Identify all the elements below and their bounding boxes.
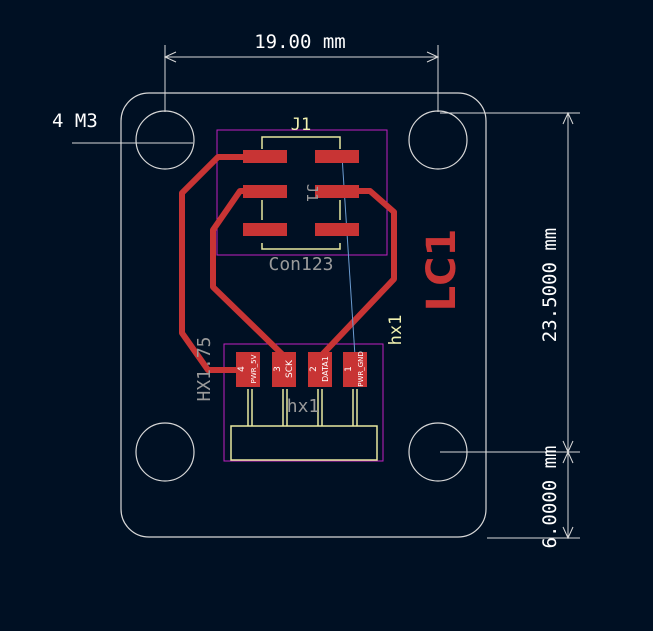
j1-pad-2 — [315, 150, 359, 163]
j1-pad-5 — [243, 223, 287, 236]
hx1-pin-1-name: PWR_GND — [357, 351, 365, 387]
j1-courtyard — [216, 129, 388, 256]
hx1-pin-3-name: SCK — [285, 359, 295, 378]
j1-silkscreen — [261, 136, 341, 250]
j1-reference: J1 — [291, 115, 311, 135]
hx1-side-label: HX1.75 — [194, 336, 215, 401]
hx1-pad-4 — [236, 352, 260, 387]
trace-pwr-5v — [179, 154, 265, 373]
hx1-courtyard — [223, 343, 384, 462]
hx1-pin-2-number: 2 — [309, 366, 319, 372]
j1-pad-4 — [315, 185, 359, 198]
hx1-pin-3-number: 3 — [273, 366, 283, 372]
board-outline — [120, 92, 487, 538]
hx1-value: hx1 — [287, 396, 320, 417]
trace-data1 — [317, 188, 397, 370]
j1-value: Con123 — [268, 254, 333, 275]
dimension-width — [163, 45, 440, 112]
dimension-width-label: 19.00 mm — [254, 31, 346, 53]
hx1-pin-4-number: 4 — [237, 366, 247, 372]
j1-fab-reference: J1 — [303, 184, 321, 202]
mounting-hole-top-right — [408, 110, 468, 170]
j1-pads — [243, 150, 359, 236]
hx1-pin-2-name: DATA1 — [321, 356, 330, 382]
hx1-pad-1 — [343, 352, 367, 387]
hx1-pin-1-number: 1 — [344, 366, 354, 372]
hx1-pads — [236, 352, 367, 387]
hx1-pin-labels: 4 PWR_5V 3 SCK 2 DATA1 1 PWR_GND — [237, 351, 365, 387]
hx1-pad-2 — [308, 352, 332, 387]
holes-callout-label: 4 M3 — [52, 110, 98, 132]
dimension-height-label: 23.5000 mm — [539, 228, 561, 342]
j1-pad-1 — [243, 150, 287, 163]
mounting-hole-top-left — [135, 110, 195, 170]
dimension-offset-label: 6.0000 mm — [539, 446, 561, 549]
hx1-silkscreen — [230, 389, 378, 461]
j1-pad-3 — [243, 185, 287, 198]
copper-label-lc1: LC1 — [419, 229, 465, 312]
mounting-hole-bottom-left — [135, 422, 195, 482]
dimension-vertical — [440, 111, 580, 540]
hx1-pin-4-name: PWR_5V — [250, 354, 258, 383]
trace-sck — [210, 188, 288, 370]
j1-pad-6 — [315, 223, 359, 236]
hx1-reference: hx1 — [386, 315, 406, 346]
hx1-pad-3 — [272, 352, 296, 387]
